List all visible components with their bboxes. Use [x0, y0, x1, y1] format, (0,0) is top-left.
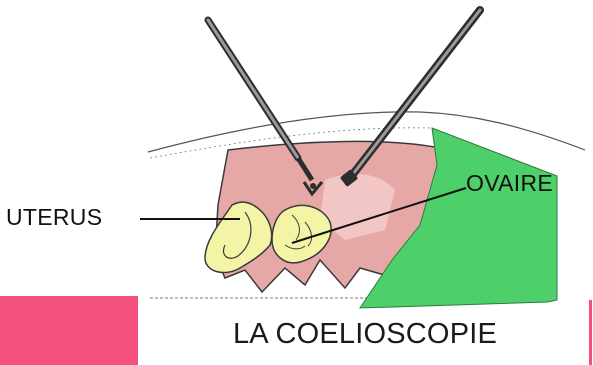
slide-title: LA COELIOSCOPIE [150, 318, 580, 351]
uterus-label: UTERUS [6, 204, 102, 231]
ovaire-label: OVAIRE [466, 170, 553, 197]
